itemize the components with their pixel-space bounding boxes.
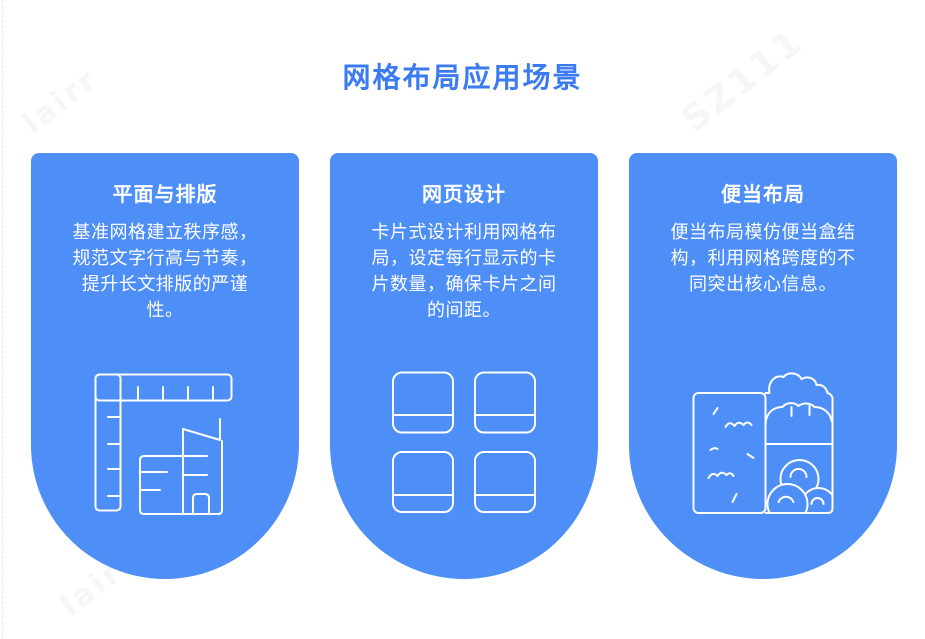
card-body: 基准网格建立秩序感， 规范文字行高与节奏， 提升长文排版的严谨 性。 xyxy=(72,222,258,321)
page-title: 网格布局应用场景 xyxy=(342,61,583,94)
card-bento-layout: 便当布局 便当布局模仿便当盒结 构，利用网格跨度的不 同突出核心信息。 xyxy=(629,153,897,579)
card-web-design: 网页设计 卡片式设计利用网格布 局，设定每行显示的卡 片数量，确保卡片之间 的间… xyxy=(330,153,598,579)
bento-box-icon xyxy=(691,371,836,516)
cards-row: 平面与排版 基准网格建立秩序感， 规范文字行高与节奏， 提升长文排版的严谨 性。 xyxy=(31,153,897,579)
card-grid-icon xyxy=(392,371,537,514)
card-body: 便当布局模仿便当盒结 构，利用网格跨度的不 同突出核心信息。 xyxy=(670,222,856,295)
canvas-edge-guide xyxy=(2,0,3,639)
card-graphic-typography: 平面与排版 基准网格建立秩序感， 规范文字行高与节奏， 提升长文排版的严谨 性。 xyxy=(31,153,299,579)
card-title: 网页设计 xyxy=(422,182,506,206)
card-title: 平面与排版 xyxy=(112,182,218,206)
card-title: 便当布局 xyxy=(721,182,805,206)
ruler-building-icon xyxy=(93,371,237,519)
card-body: 卡片式设计利用网格布 局，设定每行显示的卡 片数量，确保卡片之间 的间距。 xyxy=(371,222,557,321)
